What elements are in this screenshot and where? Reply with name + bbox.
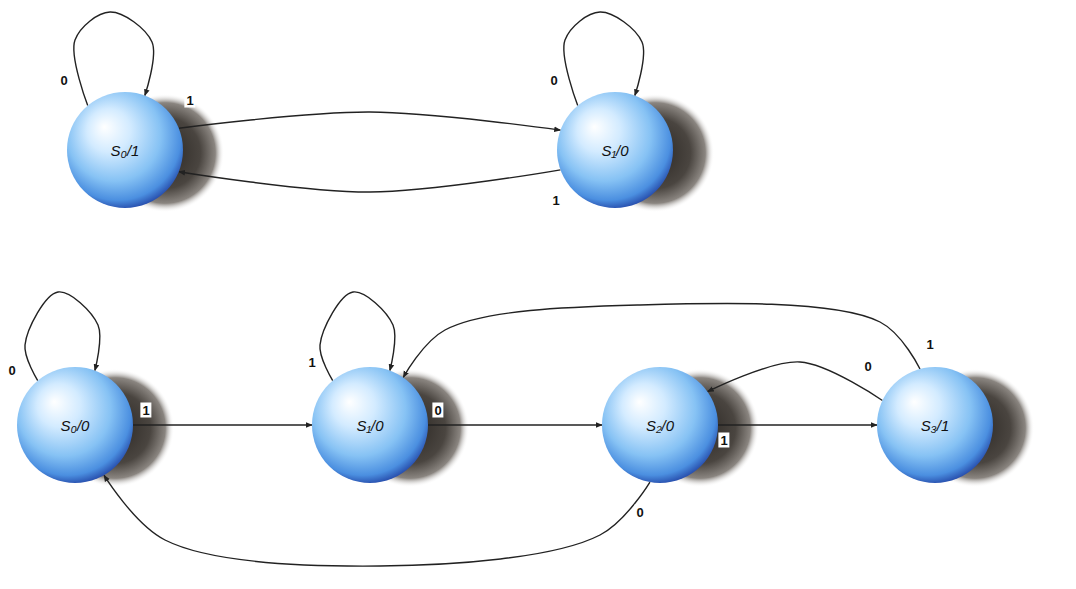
input-label: 0 xyxy=(862,359,873,374)
transition-arrow xyxy=(403,303,920,377)
input-label: 1 xyxy=(306,355,317,370)
transition-arrow xyxy=(179,170,561,192)
input-label: 0 xyxy=(6,363,17,378)
transition-arrow xyxy=(25,292,100,381)
state-ball xyxy=(312,367,428,483)
input-label: 0 xyxy=(548,73,559,88)
state-ball xyxy=(67,92,183,208)
state-ball xyxy=(877,367,993,483)
state-circle: S₂/0 xyxy=(602,367,718,483)
state-label: S₀/1 xyxy=(111,142,140,159)
transition-arrow xyxy=(564,12,644,106)
transition-arrow xyxy=(74,12,154,106)
transition-arrow xyxy=(718,424,877,425)
input-label: 1 xyxy=(550,193,561,208)
state-circle: S₃/1 xyxy=(877,367,993,483)
state-circle: S₀/0 xyxy=(17,367,133,483)
input-label: 1 xyxy=(718,433,729,448)
state-label: S₀/0 xyxy=(61,417,90,434)
state-ball xyxy=(557,92,673,208)
state-label: S₁/0 xyxy=(601,142,628,159)
state-circle: S₁/0 xyxy=(557,92,673,208)
input-label: 1 xyxy=(924,337,935,352)
state-circle: S₁/0 xyxy=(312,367,428,483)
state-label: S₂/0 xyxy=(646,417,674,434)
transition-arrow xyxy=(320,292,395,381)
state-ball xyxy=(17,367,133,483)
input-label: 1 xyxy=(140,403,151,418)
input-label: 0 xyxy=(432,403,443,418)
input-label: 1 xyxy=(184,93,195,108)
transition-arrow xyxy=(428,424,602,425)
state-circle: S₀/1 xyxy=(67,92,183,208)
input-label: 0 xyxy=(634,505,645,520)
transition-arrow xyxy=(708,362,883,401)
transition-arrow xyxy=(133,424,312,425)
state-label: S₃/1 xyxy=(921,417,949,434)
transition-arrow xyxy=(179,112,561,130)
input-label: 0 xyxy=(58,73,69,88)
transition-arrow xyxy=(104,475,650,566)
state-label: S₁/0 xyxy=(356,417,383,434)
state-ball xyxy=(602,367,718,483)
